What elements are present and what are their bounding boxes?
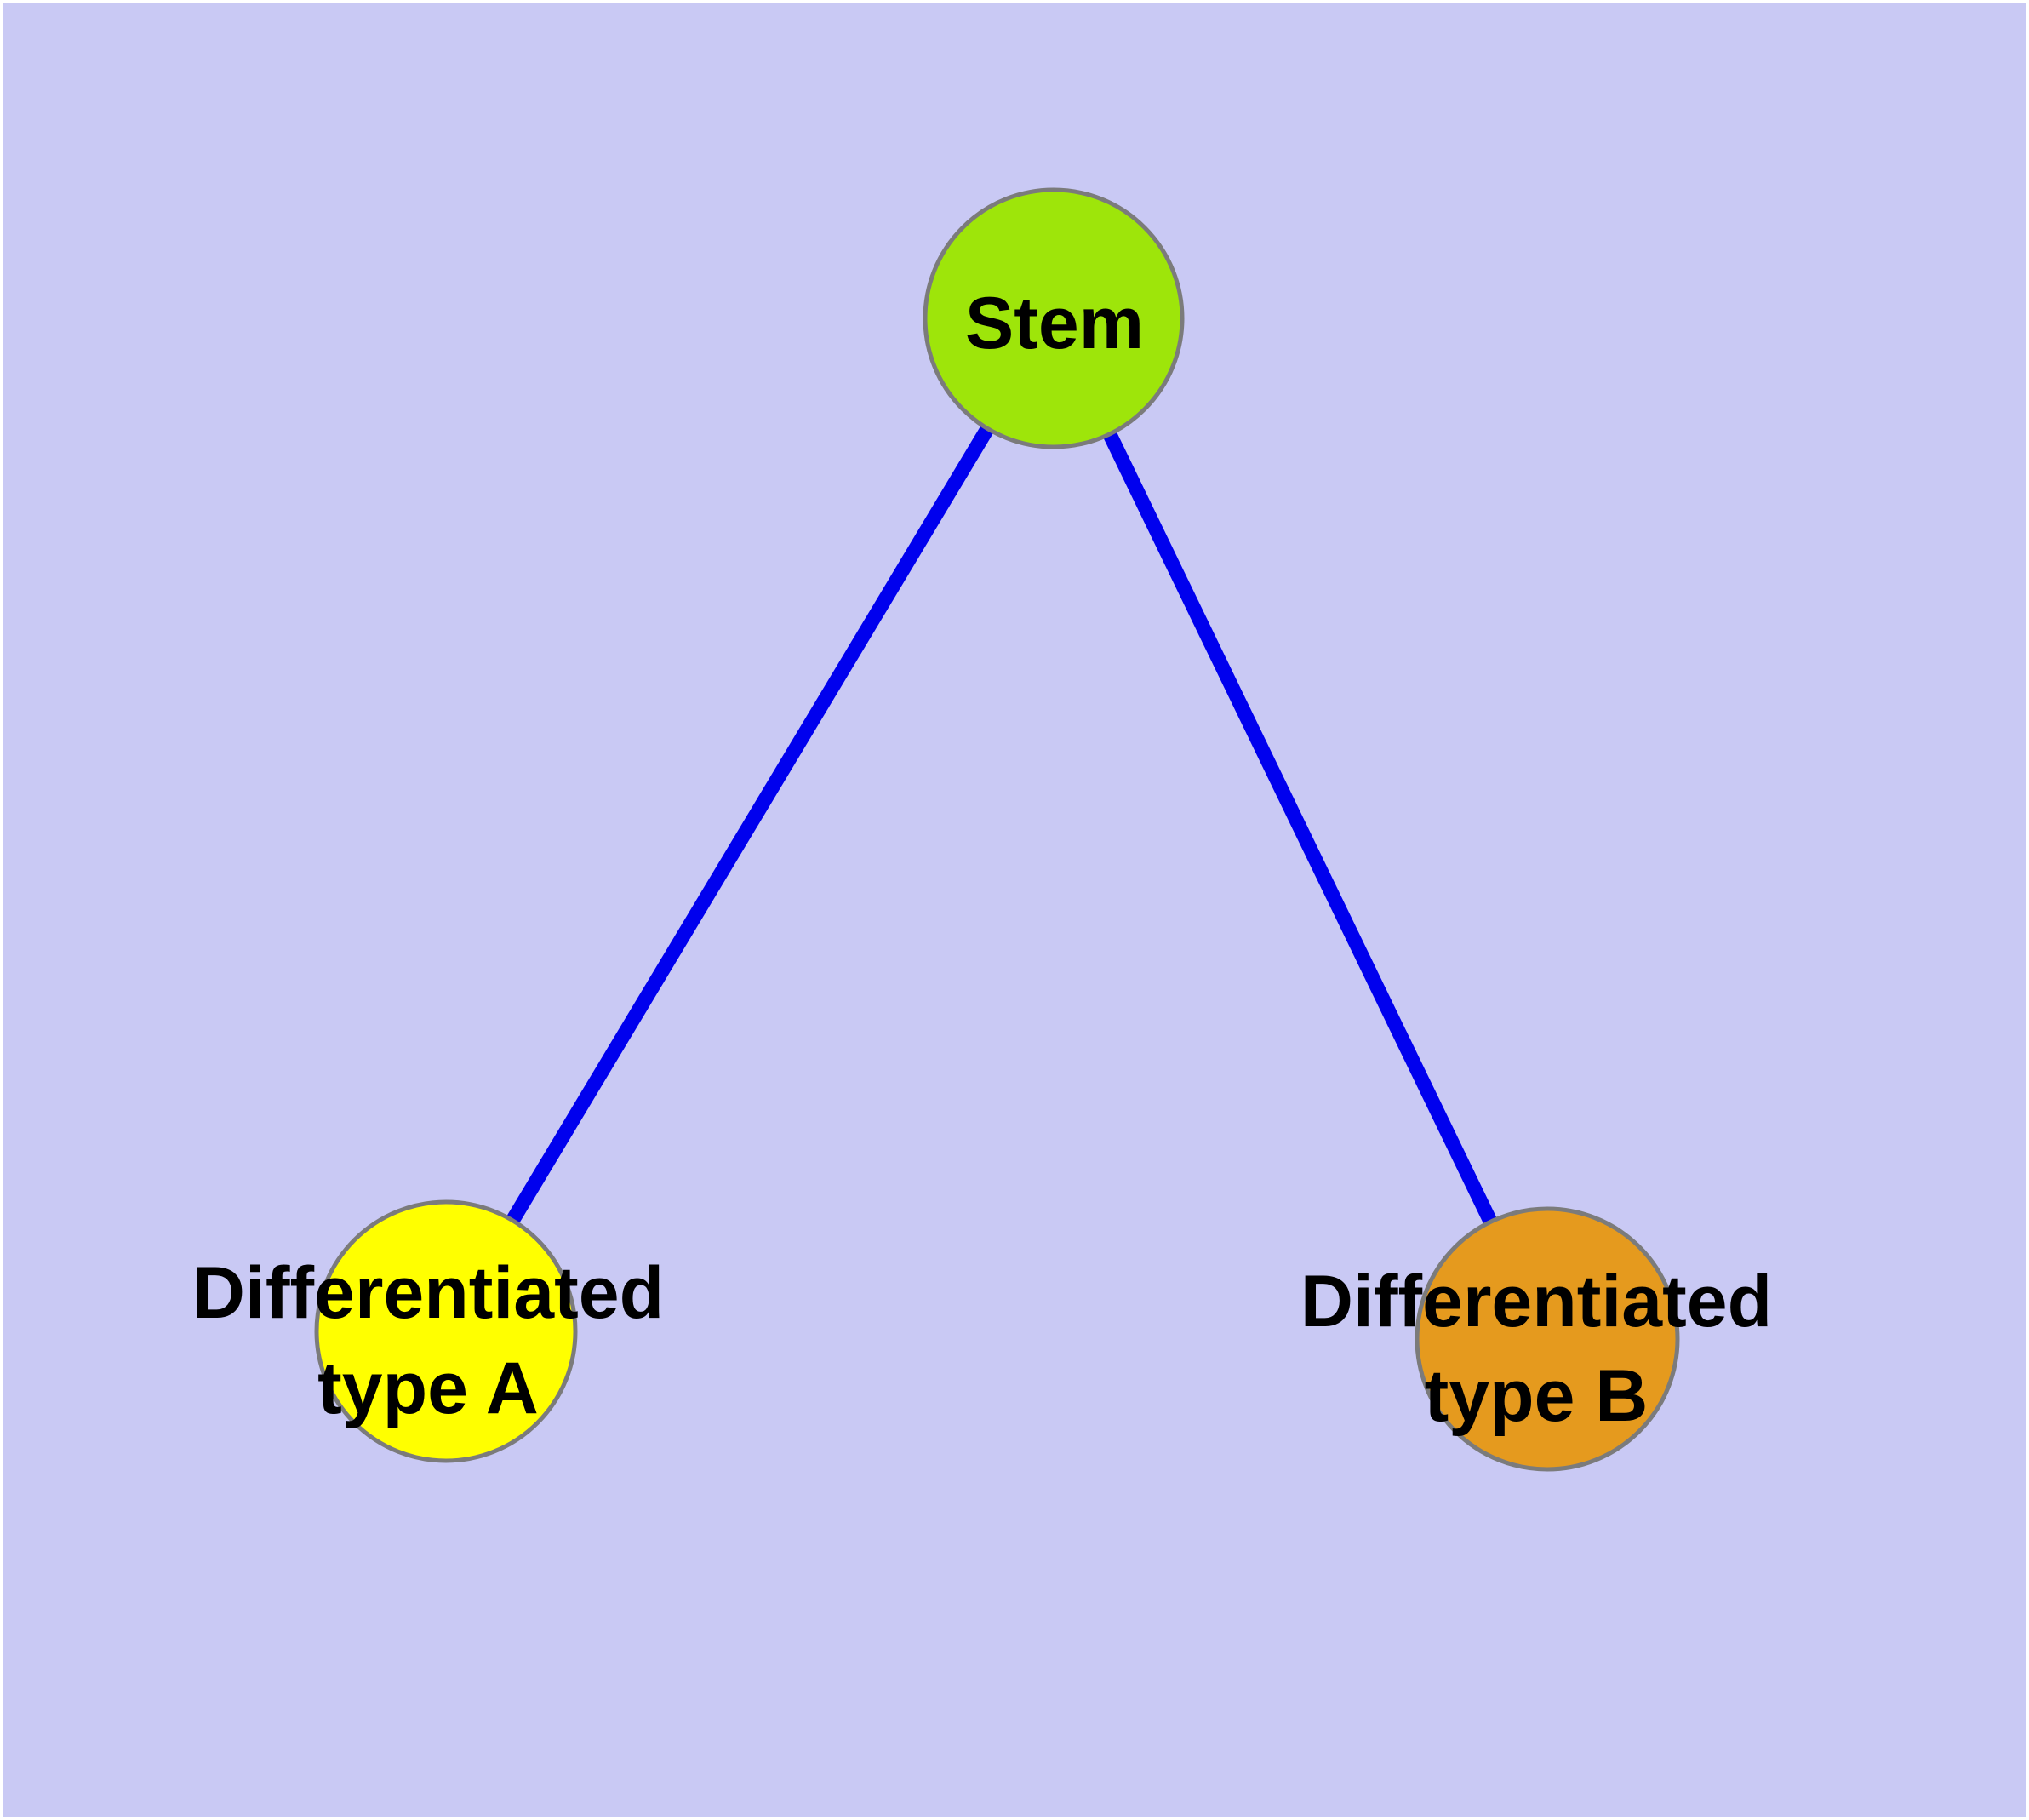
node-type-b [1415, 1206, 1680, 1472]
node-stem [923, 187, 1185, 449]
node-label-stem: Stem [965, 283, 1144, 364]
node-label-type-b-line1: Differentiated [1300, 1261, 1772, 1342]
node-label-type-a-line2: type A [317, 1348, 539, 1429]
node-label-type-b-line2: type B [1425, 1355, 1649, 1437]
edge-stem-type-b [1047, 315, 1554, 1342]
node-type-a [314, 1199, 578, 1463]
edge-stem-type-a [439, 314, 1060, 1336]
node-label-type-a-line1: Differentiated [192, 1252, 664, 1334]
